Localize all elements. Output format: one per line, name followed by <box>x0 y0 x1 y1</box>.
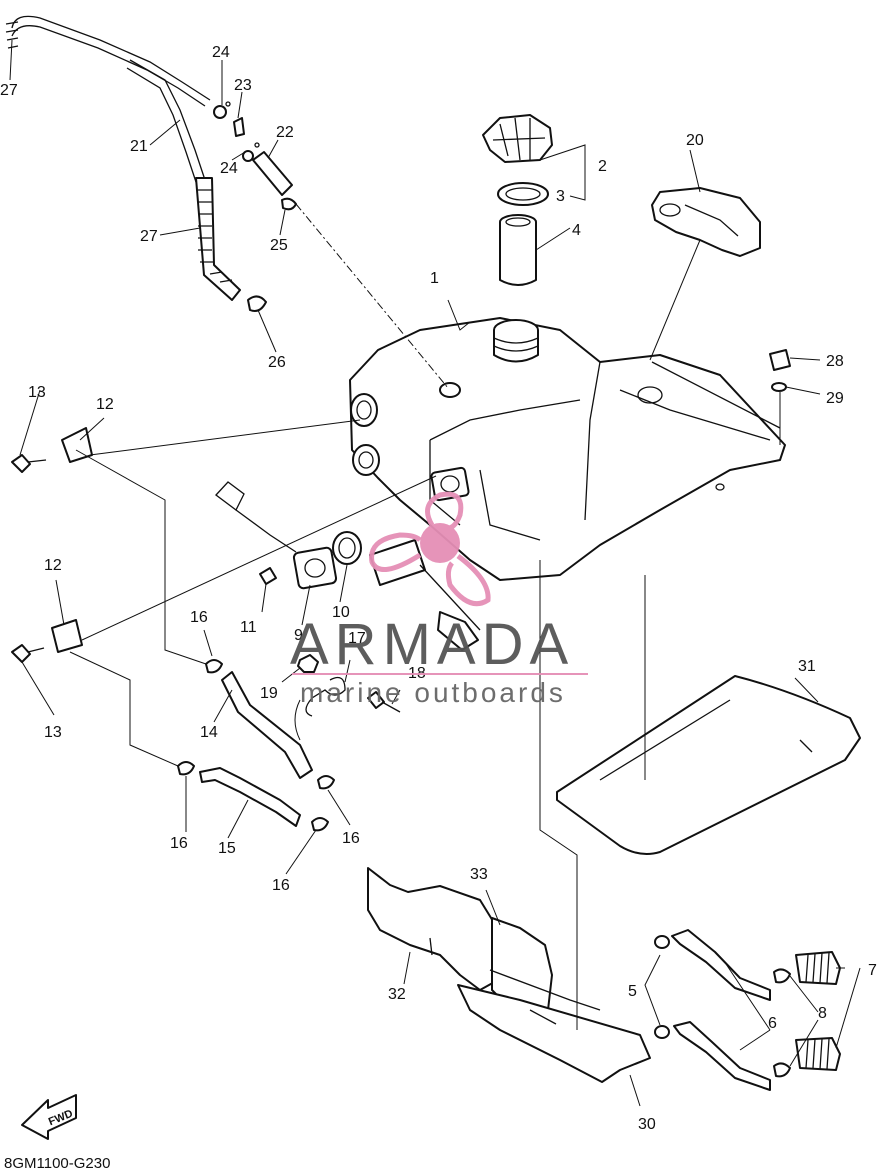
part-12-13-upper-bracket <box>11 427 93 473</box>
part-6-hoses <box>671 929 771 1091</box>
part-11-screw <box>259 567 277 585</box>
callout-27-lower: 27 <box>140 228 158 245</box>
part-3-gasket <box>497 182 549 206</box>
part-20-grip <box>651 187 761 257</box>
part-7-filters <box>795 951 841 1071</box>
part-23-24-fittings <box>213 101 260 162</box>
callout-7: 7 <box>868 962 877 979</box>
leader-lines <box>9 39 861 1107</box>
callout-19: 19 <box>260 685 278 702</box>
callout-3: 3 <box>556 188 565 205</box>
callout-8: 8 <box>818 1005 827 1022</box>
callout-16-d: 16 <box>272 877 290 894</box>
fwd-arrow-icon: FWD <box>21 1094 77 1140</box>
part-17-clip <box>305 676 346 717</box>
callout-30: 30 <box>638 1116 656 1133</box>
callout-31: 31 <box>798 658 816 675</box>
watermark: ARMADA marine outboards <box>290 491 588 708</box>
callout-12-lower: 12 <box>44 557 62 574</box>
callout-5: 5 <box>628 983 637 1000</box>
part-2-fuel-cap <box>482 114 553 163</box>
part-21-27-breather-hose <box>5 15 241 301</box>
part-15-hose <box>199 767 301 827</box>
part-22-hose <box>252 151 293 196</box>
callout-17: 17 <box>348 630 366 647</box>
part-4-strainer <box>499 214 537 286</box>
callout-24-lower: 24 <box>220 160 238 177</box>
drawing-code: 8GM1100-G230 <box>4 1155 110 1172</box>
callout-26: 26 <box>268 354 286 371</box>
part-32-shield <box>367 867 499 991</box>
part-10-seal-ring <box>332 531 362 565</box>
callout-11: 11 <box>240 619 257 636</box>
callout-23: 23 <box>234 77 252 94</box>
part-16-clamps <box>177 659 335 832</box>
callout-15: 15 <box>218 840 236 857</box>
part-30-plate <box>457 969 651 1083</box>
callout-4: 4 <box>572 222 581 239</box>
callout-16-c: 16 <box>342 830 360 847</box>
part-29-washer <box>771 382 787 392</box>
callout-2: 2 <box>598 158 607 175</box>
part-9-sender-plate <box>215 481 338 590</box>
callout-1: 1 <box>430 270 439 287</box>
callout-14: 14 <box>200 724 218 741</box>
callout-13-lower: 13 <box>44 724 62 741</box>
callout-labels: 1 2 3 4 5 6 7 8 9 10 11 12 12 13 13 14 1… <box>0 44 877 1133</box>
callout-25: 25 <box>270 237 288 254</box>
callout-10: 10 <box>332 604 350 621</box>
part-14-hose <box>221 671 313 779</box>
callout-16-a: 16 <box>190 609 208 626</box>
propeller-logo-icon <box>369 491 491 607</box>
callout-22: 22 <box>276 124 294 141</box>
callout-20: 20 <box>686 132 704 149</box>
callout-28: 28 <box>826 353 844 370</box>
callout-27-upper: 27 <box>0 82 18 99</box>
sender-float <box>369 539 481 651</box>
callout-29: 29 <box>826 390 844 407</box>
part-12-13-lower-bracket <box>11 619 83 663</box>
part-19-nut <box>297 654 319 673</box>
callout-32: 32 <box>388 986 406 1003</box>
part-28-fitting <box>769 349 791 371</box>
callout-33: 33 <box>470 866 488 883</box>
callout-6: 6 <box>768 1015 777 1032</box>
callout-13-upper: 13 <box>28 384 46 401</box>
part-5-caps <box>654 935 670 1039</box>
callout-9: 9 <box>294 627 303 644</box>
callout-21: 21 <box>130 138 148 155</box>
part-18-bolt <box>367 691 401 713</box>
watermark-tagline: marine outboards <box>300 677 566 708</box>
part-26-clip <box>247 295 267 312</box>
callout-12-upper: 12 <box>96 396 114 413</box>
part-8-clamps <box>773 968 791 1078</box>
part-25-clip <box>281 197 297 211</box>
callout-24-upper: 24 <box>212 44 230 61</box>
part-31-plate <box>556 675 861 855</box>
watermark-brand: ARMADA <box>290 612 574 677</box>
callout-16-b: 16 <box>170 835 188 852</box>
